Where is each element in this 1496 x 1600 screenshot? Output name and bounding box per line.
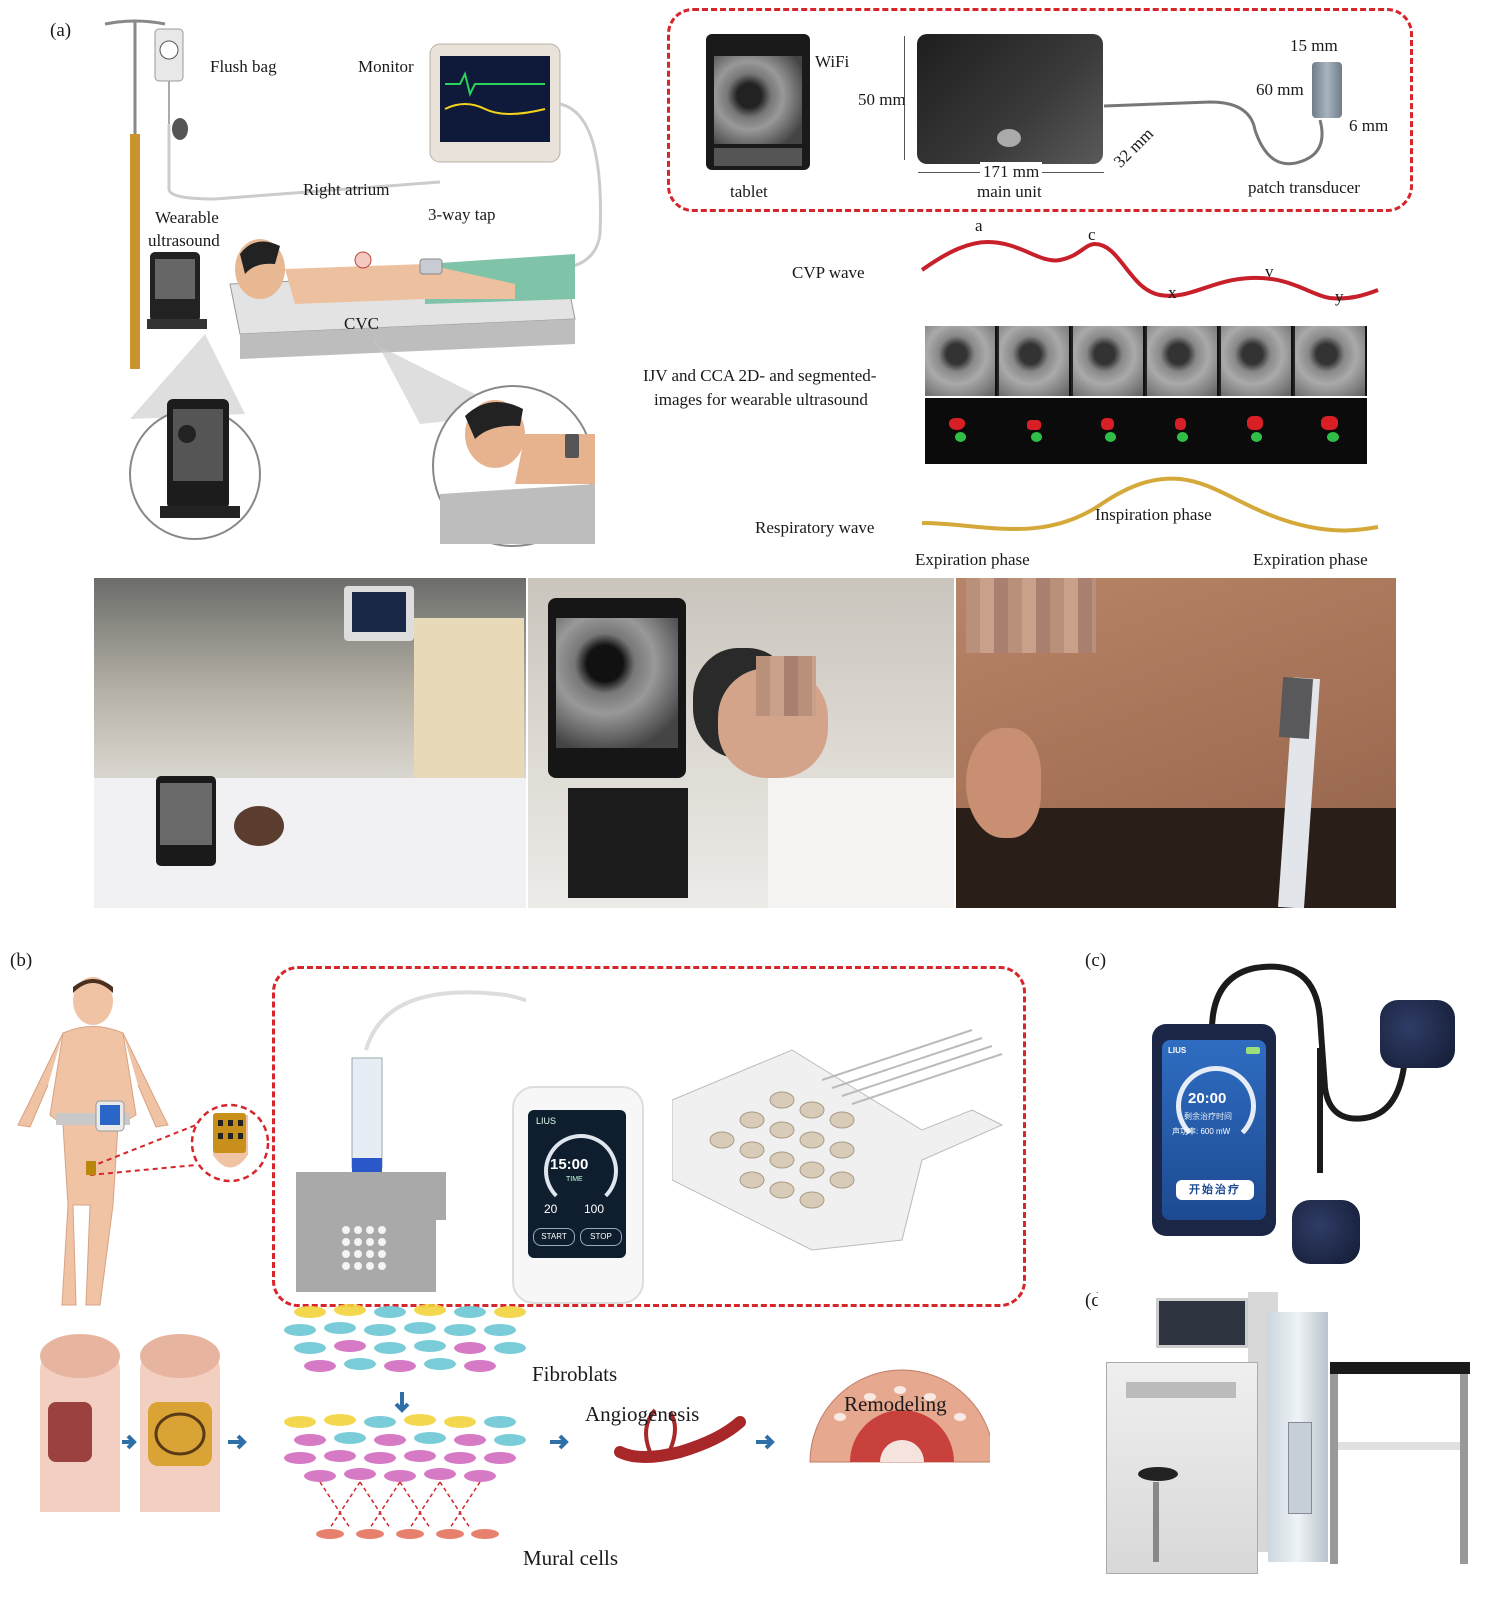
main-unit-label: main unit	[977, 182, 1042, 201]
lius-value-left-b: 20	[544, 1202, 558, 1216]
cvp-wave-label: CVP wave	[792, 263, 865, 282]
tablet-label: tablet	[730, 182, 768, 201]
respiratory-wave	[921, 476, 1379, 533]
dim-60mm: 60 mm	[1256, 80, 1304, 99]
lius-probe-top	[1380, 1000, 1455, 1068]
dim-15mm: 15 mm	[1290, 36, 1338, 55]
ijv-label-line2: images for wearable ultrasound	[654, 390, 868, 409]
lius-screen-b: LIUS 15:00 TIME 20 100 START STOP	[528, 1110, 626, 1258]
cvp-v: v	[1265, 262, 1274, 281]
cvp-wave	[920, 239, 1379, 301]
monitor-label: Monitor	[358, 57, 414, 76]
lius-device-c: LIUS 20:00 剩余治疗时间 声功率: 600 mW 开始治疗	[1152, 1024, 1276, 1236]
cvp-a: a	[975, 216, 983, 235]
cvp-x: x	[1168, 283, 1177, 302]
segmented-frames	[925, 398, 1367, 464]
lius-remaining-c: 剩余治疗时间	[1184, 1112, 1232, 1121]
lius-time-c: 20:00	[1188, 1090, 1227, 1107]
lius-time-b: 15:00	[550, 1156, 589, 1173]
lius-brand-c: LIUS	[1168, 1046, 1187, 1055]
treatment-pathway-illustration	[40, 1304, 990, 1539]
lius-value-right-b: 100	[584, 1202, 605, 1216]
dim-6mm: 6 mm	[1349, 116, 1389, 135]
neck-patch-photo	[956, 578, 1396, 908]
fibroblats-label: Fibroblats	[532, 1362, 618, 1386]
panel-label-c: (c)	[1085, 950, 1107, 971]
lius-device-b: LIUS 15:00 TIME 20 100 START STOP	[512, 1086, 644, 1304]
expiration-phase-right: Expiration phase	[1253, 550, 1368, 569]
lius-start-button-b[interactable]: START	[533, 1228, 575, 1246]
electrode-pad-illustration	[296, 990, 526, 1292]
wearable-label-line1: Wearable	[155, 208, 219, 227]
ultrasound-frames	[925, 326, 1367, 396]
flush-bag-label: Flush bag	[210, 57, 277, 76]
respiratory-wave-label: Respiratory wave	[755, 518, 875, 537]
remodeling-label: Remodeling	[844, 1392, 947, 1416]
lius-device-dashed-box	[272, 966, 1026, 1307]
angiogenesis-label: Angiogenesis	[585, 1402, 700, 1426]
cvp-y: y	[1335, 287, 1344, 306]
right-atrium-label: Right atrium	[303, 180, 390, 199]
human-body-illustration	[17, 977, 270, 1306]
patch-transducer-image	[1312, 62, 1342, 118]
lius-brand-b: LIUS	[536, 1116, 557, 1126]
expiration-phase-left: Expiration phase	[915, 550, 1030, 569]
panel-label-b: (b)	[10, 950, 33, 971]
cvc-label: CVC	[344, 314, 379, 333]
icu-setup-illustration	[104, 19, 602, 547]
wifi-label: WiFi	[815, 52, 850, 71]
three-way-tap-label: 3-way tap	[428, 205, 496, 224]
lius-stop-button-b[interactable]: STOP	[580, 1228, 622, 1246]
lius-start-button-c[interactable]: 开始治疗	[1176, 1180, 1254, 1200]
treatment-cart-photo	[1098, 1292, 1478, 1584]
transducer-array-illustration	[672, 1029, 1004, 1251]
icu-room-photo	[94, 578, 526, 908]
transducer-cable	[1103, 100, 1324, 166]
lius-time-caption-b: TIME	[566, 1176, 583, 1183]
mural-cells-label: Mural cells	[523, 1546, 619, 1570]
wearable-label-line2: ultrasound	[148, 231, 220, 250]
patch-transducer-label: patch transducer	[1248, 178, 1360, 197]
tablet-image	[706, 34, 810, 170]
lius-screen-c: LIUS 20:00 剩余治疗时间 声功率: 600 mW 开始治疗	[1162, 1040, 1266, 1220]
lius-cable-c	[1209, 963, 1408, 1173]
dim-171mm: 171 mm	[980, 162, 1043, 182]
ijv-label-line1: IJV and CCA 2D- and segmented-	[643, 366, 877, 385]
lius-power-c: 声功率: 600 mW	[1172, 1127, 1231, 1136]
inspiration-phase-label: Inspiration phase	[1095, 505, 1212, 524]
lius-probe-bottom	[1292, 1200, 1360, 1264]
tablet-bedside-photo	[528, 578, 954, 908]
dim-50mm: 50 mm	[858, 90, 906, 109]
device-dashed-box	[667, 8, 1413, 212]
main-unit-image	[917, 34, 1103, 164]
panel-label-a: (a)	[50, 20, 72, 41]
cvp-c: c	[1088, 225, 1096, 244]
